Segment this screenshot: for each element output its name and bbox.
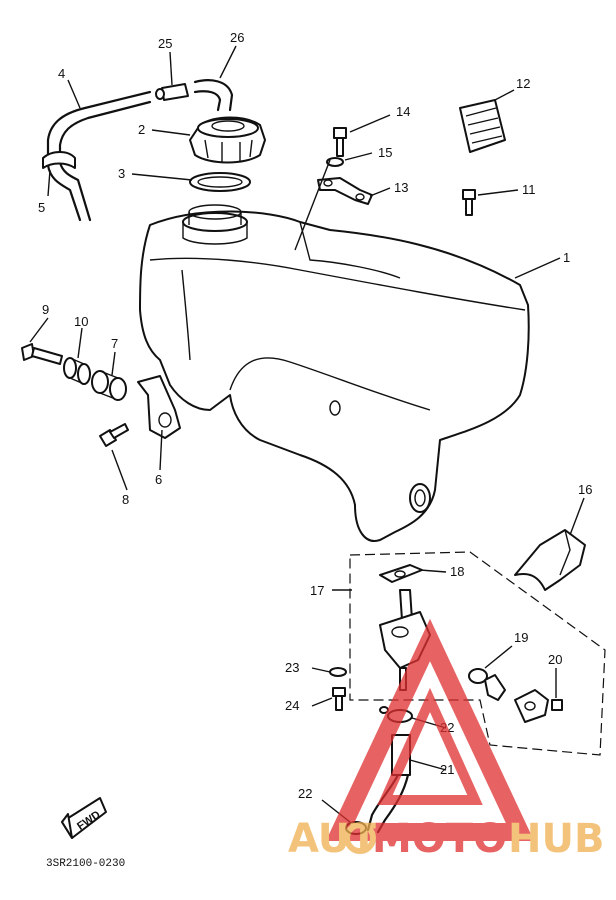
watermark-o-icon	[344, 822, 376, 854]
fuel-tank	[139, 204, 530, 542]
callout-3: 3	[118, 166, 125, 181]
callout-8: 8	[122, 492, 129, 507]
watermark-logo: AUT MOTO HUB	[288, 618, 604, 862]
callout-21: 21	[440, 762, 454, 777]
callout-2: 2	[138, 122, 145, 137]
bracket-13	[317, 177, 373, 205]
bolt-24	[332, 687, 346, 711]
bolt-9	[21, 343, 63, 365]
callout-4: 4	[58, 66, 65, 81]
rubber-grommet	[459, 99, 506, 153]
bolt-8	[99, 423, 129, 447]
callout-10: 10	[74, 314, 88, 329]
washer-15	[326, 157, 344, 167]
leader-lines	[29, 45, 585, 823]
fwd-arrow-icon: FWD	[61, 797, 107, 839]
bolt-11	[462, 189, 476, 216]
callout-18: 18	[450, 564, 464, 579]
callout-15: 15	[378, 145, 392, 160]
petcock-group-outline	[349, 551, 606, 756]
callout-17: 17	[310, 583, 324, 598]
callout-7: 7	[111, 336, 118, 351]
callout-22-lower: 22	[298, 786, 312, 801]
callout-25: 25	[158, 36, 172, 51]
callout-20: 20	[548, 652, 562, 667]
o-ring-19	[468, 668, 506, 701]
callout-24: 24	[285, 698, 299, 713]
callout-9: 9	[42, 302, 49, 317]
callout-23: 23	[285, 660, 299, 675]
callout-labels: 1 2 3 4 5 6 7 8 9 10 11 12 13 14 15 16 1…	[38, 30, 592, 801]
plate-20	[514, 689, 563, 723]
callout-12: 12	[516, 76, 530, 91]
callout-19: 19	[514, 630, 528, 645]
bracket-6	[137, 375, 181, 439]
callout-5: 5	[38, 200, 45, 215]
damper-7	[91, 370, 127, 401]
callout-16: 16	[578, 482, 592, 497]
gasket-18	[379, 564, 423, 583]
collar-10	[63, 357, 91, 385]
callout-14: 14	[396, 104, 410, 119]
callout-1: 1	[563, 250, 570, 265]
watermark-text-hub: HUB	[508, 816, 604, 862]
fuel-cap	[189, 116, 266, 164]
callout-6: 6	[155, 472, 162, 487]
washer-23	[329, 667, 347, 677]
bolt-14	[333, 127, 347, 157]
callout-26: 26	[230, 30, 244, 45]
bracket-16	[514, 529, 586, 591]
breather-hose	[42, 79, 234, 222]
diagram-code: 3SR2100-0230	[46, 858, 125, 870]
callout-11: 11	[522, 182, 536, 197]
cap-gasket	[189, 172, 251, 192]
callout-13: 13	[394, 180, 408, 195]
watermark-text-moto: MOTO	[372, 816, 507, 862]
